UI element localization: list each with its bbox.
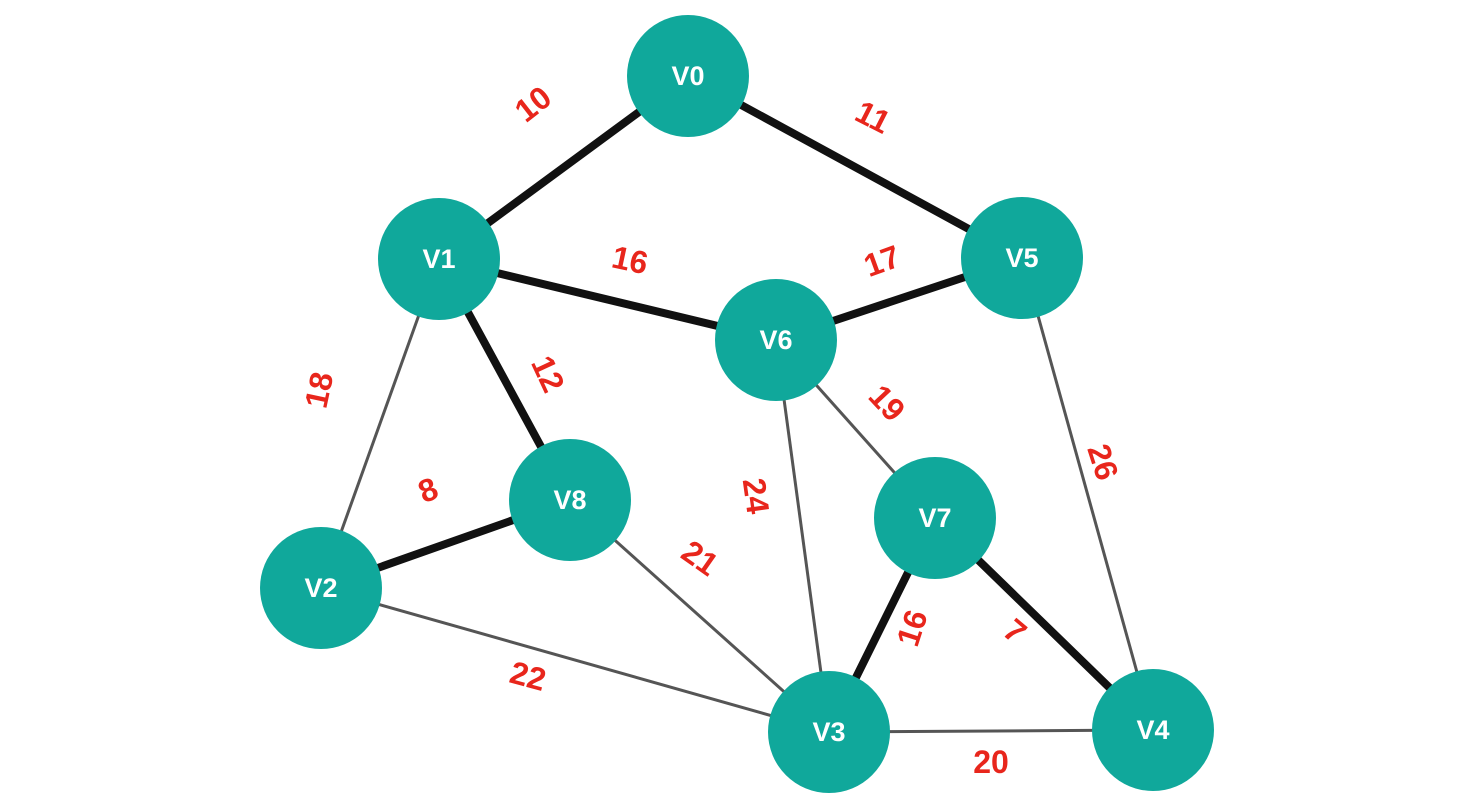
- node-circle: [509, 439, 631, 561]
- edge-weight-v6-v3: 24: [736, 476, 777, 516]
- node-label: V4: [1136, 715, 1169, 745]
- node-v2: V2: [260, 527, 382, 649]
- node-v4: V4: [1092, 669, 1214, 791]
- edge-weight-v3-v4: 20: [973, 744, 1009, 780]
- node-label: V2: [304, 573, 337, 603]
- node-circle: [768, 671, 890, 793]
- edge-weight-v7-v3: 16: [889, 606, 934, 651]
- weights-layer: 10 11 16 12 18 17 26 19 24 8 22 21 16 7 20: [298, 79, 1126, 780]
- edge-weight-v7-v4: 7: [997, 611, 1034, 650]
- edges-layer: [317, 72, 1157, 736]
- edge-weight-v5-v4: 26: [1080, 440, 1125, 485]
- node-v0: V0: [627, 15, 749, 137]
- node-v8: V8: [509, 439, 631, 561]
- edge-weight-v5-v6: 17: [859, 238, 905, 284]
- node-v5: V5: [961, 197, 1083, 319]
- edge-weight-v0-v1: 10: [508, 79, 558, 129]
- edge-v5-v4: [1020, 257, 1155, 731]
- node-circle: [715, 279, 837, 401]
- edge-v0-v5: [684, 72, 1026, 262]
- node-circle: [1092, 669, 1214, 791]
- edge-weight-v2-v3: 22: [506, 654, 550, 698]
- node-label: V0: [671, 61, 704, 91]
- node-label: V1: [422, 244, 455, 274]
- edge-weight-v6-v7: 19: [862, 378, 913, 429]
- node-label: V7: [918, 503, 951, 533]
- node-v7: V7: [874, 457, 996, 579]
- edge-weight-v0-v5: 11: [850, 93, 896, 140]
- node-v6: V6: [715, 279, 837, 401]
- node-circle: [874, 457, 996, 579]
- node-label: V5: [1005, 243, 1038, 273]
- edge-weight-v2-v8: 8: [413, 470, 443, 510]
- edge-weight-v1-v8: 12: [524, 350, 572, 397]
- node-label: V8: [553, 485, 586, 515]
- node-v3: V3: [768, 671, 890, 793]
- edge-v2-v3: [320, 586, 830, 734]
- edge-weight-v8-v3: 21: [675, 533, 725, 583]
- node-v1: V1: [378, 198, 500, 320]
- node-circle: [378, 198, 500, 320]
- node-circle: [260, 527, 382, 649]
- node-label: V3: [812, 717, 845, 747]
- node-circle: [627, 15, 749, 137]
- node-circle: [961, 197, 1083, 319]
- node-label: V6: [759, 325, 792, 355]
- edge-v6-v3: [774, 339, 831, 733]
- edge-weight-v1-v6: 16: [609, 239, 651, 282]
- edge-weight-v1-v2: 18: [298, 369, 341, 411]
